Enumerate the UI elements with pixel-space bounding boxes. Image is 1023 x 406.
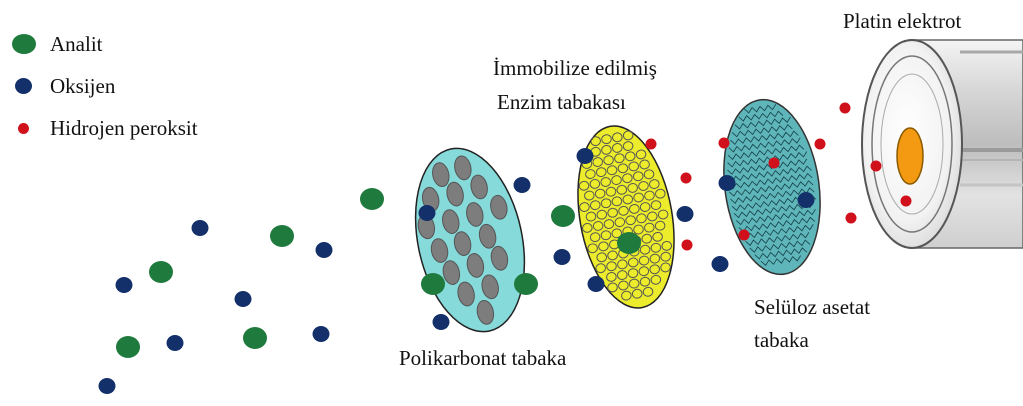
peroxide-particle	[769, 158, 780, 169]
oxygen-particle	[554, 249, 571, 265]
oxygen-particle	[588, 276, 605, 292]
oxygen-particle	[192, 220, 209, 236]
enzyme-layer	[565, 118, 688, 315]
analyte-particle	[617, 232, 641, 254]
oxygen-marker-icon	[15, 78, 32, 94]
oxygen-particle	[419, 205, 436, 221]
oxygen-particle	[167, 335, 184, 351]
oxygen-particle	[514, 177, 531, 193]
platinum-electrode-label: Platin elektrot	[843, 8, 961, 34]
analyte-particle	[551, 205, 575, 227]
peroxide-particle	[815, 139, 826, 150]
legend-label: Oksijen	[50, 74, 115, 99]
oxygen-particle	[577, 148, 594, 164]
legend-label: Analit	[50, 32, 103, 57]
cellulose-layer-label-line1: Selüloz asetat	[754, 294, 870, 320]
peroxide-particle	[871, 161, 882, 172]
analyte-particle	[243, 327, 267, 349]
analyte-particle	[514, 273, 538, 295]
analyte-particle	[360, 188, 384, 210]
oxygen-particle	[116, 277, 133, 293]
analyte-particle	[421, 273, 445, 295]
oxygen-particle	[316, 242, 333, 258]
oxygen-particle	[677, 206, 694, 222]
peroxide-particle	[739, 230, 750, 241]
peroxide-particle	[846, 213, 857, 224]
oxygen-particle	[433, 314, 450, 330]
oxygen-particle	[99, 378, 116, 394]
oxygen-particle	[798, 192, 815, 208]
peroxide-particle	[719, 138, 730, 149]
analyte-particle	[149, 261, 173, 283]
peroxide-particle	[681, 173, 692, 184]
electrode-core	[897, 128, 923, 184]
oxygen-particle	[313, 326, 330, 342]
peroxide-marker-icon	[18, 123, 29, 134]
peroxide-particle	[840, 103, 851, 114]
enzyme-layer-label-line1: İmmobilize edilmiş	[493, 55, 657, 81]
polycarbonate-layer	[400, 138, 540, 342]
peroxide-particle	[682, 240, 693, 251]
oxygen-particle	[712, 256, 729, 272]
polycarbonate-layer-label: Polikarbonat tabaka	[399, 345, 566, 371]
peroxide-particle	[901, 196, 912, 207]
oxygen-particle	[235, 291, 252, 307]
analyte-marker-icon	[12, 34, 36, 54]
platinum-electrode	[862, 40, 1023, 248]
analyte-particle	[116, 336, 140, 358]
enzyme-layer-label-line2: Enzim tabakası	[497, 89, 626, 115]
analyte-particle	[270, 225, 294, 247]
legend-label: Hidrojen peroksit	[50, 116, 198, 141]
cellulose-layer-label-line2: tabaka	[754, 327, 809, 353]
oxygen-particle	[719, 175, 736, 191]
peroxide-particle	[646, 139, 657, 150]
